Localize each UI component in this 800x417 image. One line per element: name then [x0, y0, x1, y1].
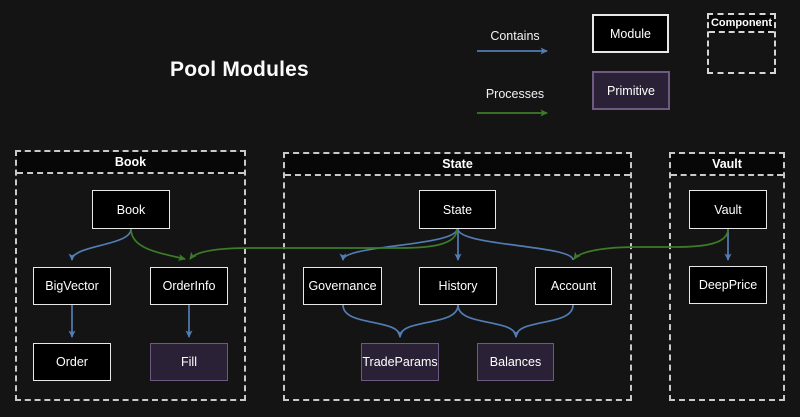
- node-governance: Governance: [303, 267, 382, 305]
- node-order: Order: [33, 343, 111, 381]
- legend-primitive-box: Primitive: [592, 71, 670, 110]
- legend-module-label: Module: [610, 26, 651, 41]
- node-book: Book: [92, 190, 170, 229]
- node-state: State: [419, 190, 496, 229]
- page-title: Pool Modules: [170, 58, 309, 81]
- legend-primitive-label: Primitive: [607, 83, 655, 98]
- node-balances: Balances: [477, 343, 554, 381]
- node-deepprice: DeepPrice: [689, 266, 767, 304]
- container-vault: Vault: [669, 152, 785, 401]
- legend-processes-label: Processes: [485, 87, 545, 101]
- container-state: State: [283, 152, 632, 401]
- node-tradeparams: TradeParams: [361, 343, 439, 381]
- legend-component-label: Component: [709, 15, 774, 33]
- node-fill: Fill: [150, 343, 228, 381]
- node-account: Account: [535, 267, 612, 305]
- node-bigvector: BigVector: [33, 267, 111, 305]
- container-book: Book: [15, 150, 246, 401]
- legend-module-box: Module: [592, 14, 669, 53]
- container-vault-title: Vault: [671, 154, 783, 176]
- legend-component-box: Component: [707, 13, 776, 74]
- node-history: History: [419, 267, 497, 305]
- node-orderinfo: OrderInfo: [150, 267, 228, 305]
- legend-contains-label: Contains: [490, 29, 540, 43]
- container-book-title: Book: [17, 152, 244, 174]
- container-state-title: State: [285, 154, 630, 176]
- node-vault: Vault: [689, 190, 767, 229]
